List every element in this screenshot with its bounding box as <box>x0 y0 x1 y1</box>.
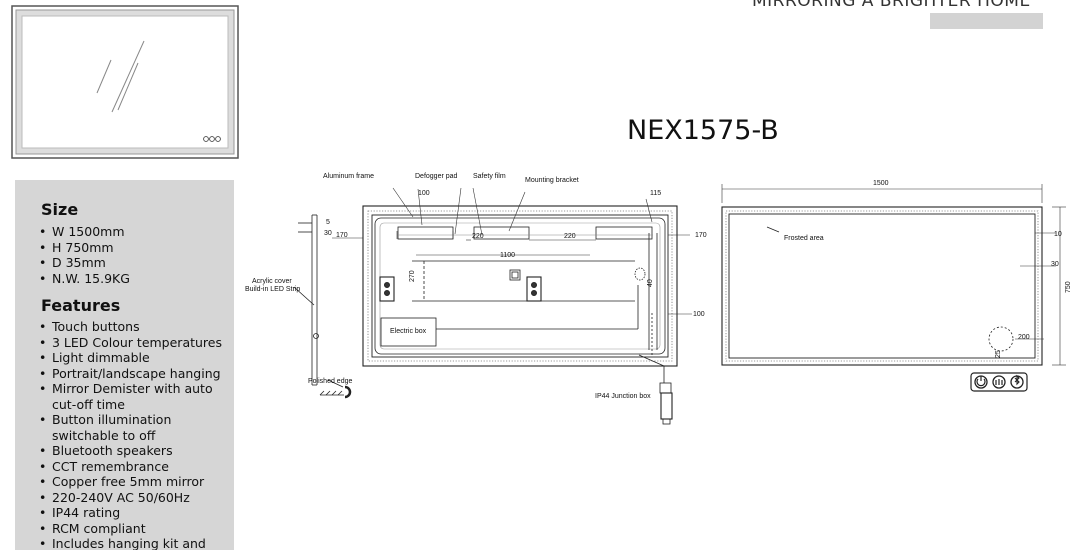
dim-40: 40 <box>647 279 654 287</box>
technical-drawing: Aluminum frame Defogger pad Safety film … <box>245 173 1072 425</box>
dim-30-side: 30 <box>324 230 332 237</box>
feature-item: Light dimmable <box>39 350 229 366</box>
mirror-thumbnail <box>11 5 239 159</box>
feature-item: CCT remembrance <box>39 459 229 475</box>
side-profile <box>293 214 352 399</box>
size-list: W 1500mm H 750mm D 35mm N.W. 15.9KG <box>39 224 229 286</box>
product-code: NEX1575-B <box>627 115 779 146</box>
spec-panel: Size W 1500mm H 750mm D 35mm N.W. 15.9KG… <box>15 180 234 550</box>
feature-item: Button illumination switchable to off <box>39 412 229 443</box>
dim-1100: 1100 <box>500 252 515 259</box>
tagline-bar <box>930 13 1043 29</box>
feature-item: IP44 rating <box>39 505 229 521</box>
feature-item: Mirror Demister with auto cut-off time <box>39 381 229 412</box>
dim-170-right: 170 <box>695 232 707 239</box>
dim-25: 25 <box>995 350 1002 358</box>
dim-270: 270 <box>409 270 416 282</box>
dim-width-1500: 1500 <box>873 180 889 187</box>
feature-item: Includes hanging kit and <box>39 536 229 550</box>
dim-10: 10 <box>1054 231 1062 238</box>
label-polished-edge: Polished edge <box>308 378 352 385</box>
label-led-strip: Build-in LED Strip <box>245 286 300 293</box>
brand-tagline: MIRRORING A BRIGHTER HOME <box>752 0 1031 11</box>
size-item: D 35mm <box>39 255 229 271</box>
size-item: W 1500mm <box>39 224 229 240</box>
dim-170-left: 170 <box>336 232 348 239</box>
feature-item: RCM compliant <box>39 521 229 537</box>
dim-height-750: 750 <box>1065 281 1072 293</box>
dim-100-top: 100 <box>418 190 430 197</box>
features-heading: Features <box>41 296 121 315</box>
size-item: H 750mm <box>39 240 229 256</box>
dim-220-a: 220 <box>472 233 484 240</box>
dim-115: 115 <box>650 190 661 197</box>
label-safety-film: Safety film <box>473 173 506 180</box>
label-aluminum-frame: Aluminum frame <box>323 173 374 180</box>
label-mounting-bracket: Mounting bracket <box>525 177 579 184</box>
dim-30-front: 30 <box>1051 261 1059 268</box>
front-view <box>721 206 1043 392</box>
size-heading: Size <box>41 200 79 219</box>
label-defogger-pad: Defogger pad <box>415 173 458 180</box>
feature-item: 220-240V AC 50/60Hz <box>39 490 229 506</box>
label-frosted-area: Frosted area <box>784 235 824 242</box>
back-view <box>362 205 678 425</box>
dim-220-b: 220 <box>564 233 576 240</box>
dimension-lines <box>332 184 1066 366</box>
feature-item: Copper free 5mm mirror <box>39 474 229 490</box>
feature-item: 3 LED Colour temperatures <box>39 335 229 351</box>
size-item: N.W. 15.9KG <box>39 271 229 287</box>
dim-100-right: 100 <box>693 311 705 318</box>
label-junction-box: IP44 Junction box <box>595 393 651 400</box>
feature-item: Portrait/landscape hanging <box>39 366 229 382</box>
features-list: Touch buttons 3 LED Colour temperatures … <box>39 319 229 550</box>
feature-item: Touch buttons <box>39 319 229 335</box>
feature-item: Bluetooth speakers <box>39 443 229 459</box>
label-electric-box: Electric box <box>390 328 427 335</box>
dim-200: 200 <box>1018 334 1030 341</box>
label-acrylic-cover: Acrylic cover <box>252 278 292 285</box>
dim-5: 5 <box>326 219 330 226</box>
